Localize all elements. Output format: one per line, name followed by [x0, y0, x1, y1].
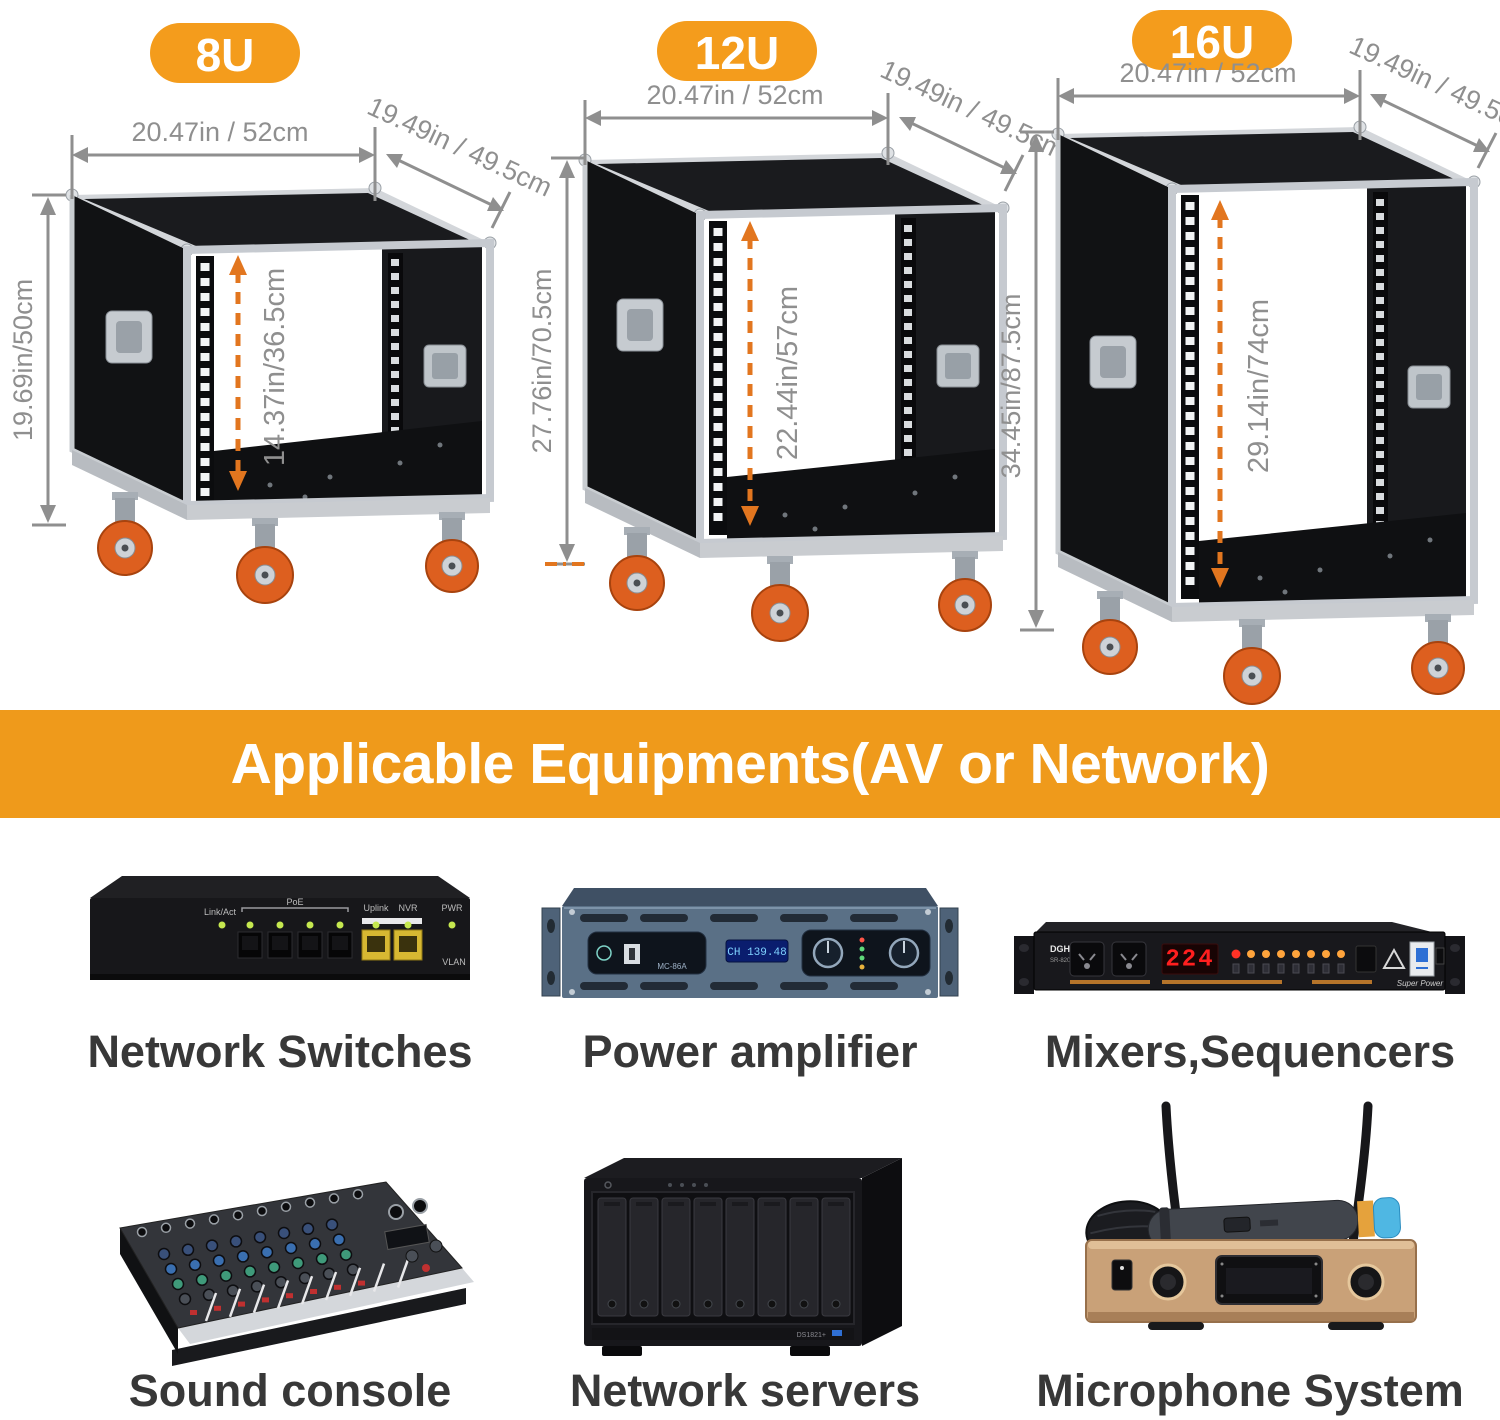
rear-latch-plate: [936, 344, 980, 388]
height-dimension: 19.69in/50cm: [8, 193, 66, 527]
side-latch-handle: [105, 310, 153, 364]
microphone-system-illustration: [1085, 1101, 1417, 1330]
mic-blue-cap: [1372, 1197, 1401, 1239]
side-latch-handle: [616, 298, 664, 352]
inner-height-label: 22.44in/57cm: [772, 286, 804, 460]
size-badge-16u: 16U: [1132, 10, 1292, 70]
height-dimension: 27.76in/70.5cm: [527, 156, 589, 566]
section-banner: Applicable Equipments(AV or Network): [0, 710, 1500, 818]
power-amplifier-illustration: MC-86A CH 139.48: [541, 888, 959, 998]
rear-latch-plate: [1407, 365, 1451, 409]
port-group-strip: [362, 918, 422, 924]
power-switch: [1435, 947, 1445, 965]
height-label: 34.45in/87.5cm: [996, 294, 1026, 479]
amp-model-text: MC-86A: [657, 962, 687, 971]
switch-label-nvr: NVR: [398, 903, 418, 913]
width-dimension: 20.47in / 52cm: [70, 117, 377, 201]
circuit-breaker: [1409, 941, 1435, 977]
sequencer-brand-text: DGH: [1050, 944, 1070, 954]
knob-rows: [157, 1218, 365, 1315]
power-outlets: [1069, 941, 1147, 977]
inner-height-dimension: 29.14in/74cm: [1211, 200, 1275, 588]
power-sequencer-illustration: DGH SR-820 224: [1014, 922, 1465, 994]
depth-label: 19.49in / 49.5cm: [363, 91, 557, 203]
fader-section: [204, 1258, 410, 1322]
width-dimension: 20.47in / 52cm: [583, 80, 890, 165]
mic-gold-band: [1357, 1200, 1375, 1238]
caster-wheel: [425, 512, 479, 593]
height-label: 27.76in/70.5cm: [527, 269, 557, 454]
equipment-label-console: Sound console: [128, 1365, 452, 1416]
rack-12u-case: [578, 146, 1010, 642]
amp-display-text: CH 139.48: [727, 947, 786, 959]
switch-label-linkact: Link/Act: [204, 907, 237, 917]
equipment-label-amp: Power amplifier: [582, 1026, 918, 1077]
input-jacks: [136, 1188, 364, 1238]
network-server-illustration: DS1821+: [584, 1158, 902, 1356]
rack-12u-illustration: 12U 20.47in / 52cm 19.49in / 49.5cm 27.7…: [527, 21, 1070, 642]
height-dimension: 34.45in/87.5cm: [996, 130, 1054, 632]
rack-16u-illustration: 16U 20.47in / 52cm 19.49in / 49.5cm 34.4…: [996, 10, 1500, 705]
side-latch-handle: [1089, 335, 1137, 389]
rear-latch-plate: [423, 344, 467, 388]
sound-console-illustration: [119, 1181, 474, 1366]
width-label: 20.47in / 52cm: [131, 117, 308, 147]
height-label: 19.69in/50cm: [8, 279, 38, 441]
switch-label-pwr: PWR: [442, 903, 463, 913]
amp-left-module: MC-86A: [587, 931, 707, 975]
switch-label-vlan: VLAN: [442, 957, 466, 967]
power-button: [604, 1181, 612, 1189]
amp-lcd-display: CH 139.48: [725, 939, 789, 963]
switch-label-uplink: Uplink: [363, 903, 389, 913]
equipment-label-mic: Microphone System: [1036, 1365, 1464, 1416]
size-badge-8u: 8U: [150, 23, 300, 83]
badge-12u-text: 12U: [695, 27, 779, 79]
equipment-label-switch: Network Switches: [87, 1026, 473, 1077]
depth-label: 19.49in / 49.5cm: [1345, 30, 1500, 142]
voltage-display: 224: [1161, 943, 1219, 975]
rack-16u-case: [1051, 120, 1481, 705]
switch-label-poe: PoE: [286, 897, 303, 907]
width-dimension: 20.47in / 52cm: [1056, 58, 1362, 140]
inner-height-dimension: 22.44in/57cm: [741, 221, 804, 526]
voltage-display-text: 224: [1165, 947, 1214, 974]
warning-triangle-icon: [1382, 947, 1406, 969]
amp-right-module: [801, 929, 931, 977]
caster-wheel: [751, 556, 809, 642]
caster-wheel: [1411, 614, 1465, 695]
rack-8u-case: [65, 181, 497, 604]
width-label: 20.47in / 52cm: [1119, 58, 1296, 88]
equipment-label-sequencer: Mixers,Sequencers: [1044, 1026, 1456, 1077]
usb-port: [832, 1330, 842, 1336]
rack-8u-illustration: 8U 20.47in / 52cm 19.49in / 49.5cm 19.6: [8, 23, 557, 604]
server-model-text: DS1821+: [797, 1332, 826, 1339]
channel-leds: [1231, 949, 1345, 974]
caster-wheel: [1082, 591, 1138, 675]
equipment-label-server: Network servers: [569, 1365, 921, 1416]
badge-16u-text: 16U: [1170, 16, 1254, 68]
inner-height-dimension: 14.37in/36.5cm: [229, 255, 291, 491]
receiver-unit: [1085, 1239, 1417, 1330]
receiver-power-switch: [1111, 1259, 1133, 1291]
inner-height-label: 14.37in/36.5cm: [259, 268, 291, 466]
inner-height-label: 29.14in/74cm: [1243, 299, 1275, 473]
caster-wheel: [938, 551, 992, 632]
status-leds: [218, 921, 456, 929]
network-switch-illustration: Link/Act PoE Uplink NVR PWR VLAN: [90, 876, 470, 980]
vent-slots: [580, 914, 898, 990]
caster-wheel: [236, 518, 294, 604]
sequencer-series-text: Super Power: [1397, 979, 1444, 988]
badge-8u-text: 8U: [196, 29, 255, 81]
banner-title: Applicable Equipments(AV or Network): [230, 732, 1270, 796]
receiver-display: [1215, 1255, 1323, 1305]
caster-wheel: [1223, 619, 1281, 705]
size-badge-12u: 12U: [657, 21, 817, 81]
width-label: 20.47in / 52cm: [646, 80, 823, 110]
master-section: [384, 1198, 443, 1272]
caster-wheel: [97, 492, 153, 576]
drive-bays: [597, 1197, 851, 1317]
sequencer-model-text: SR-820: [1050, 958, 1071, 964]
caster-wheel: [609, 527, 665, 611]
rj45-ports: [237, 929, 423, 961]
